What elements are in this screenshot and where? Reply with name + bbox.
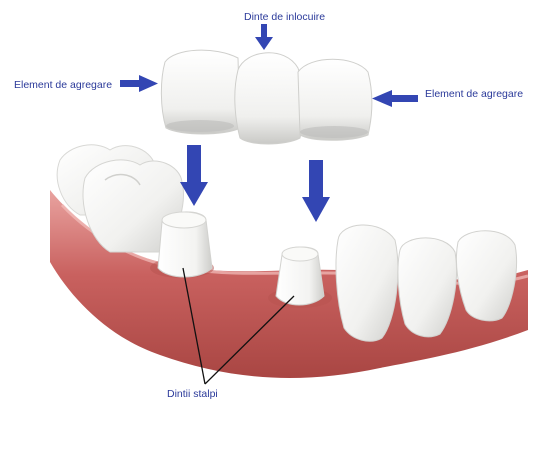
bridge-right-crown — [297, 58, 373, 141]
abutment-leader-lines — [182, 267, 295, 385]
front-teeth — [335, 224, 518, 342]
arrow-down-right — [302, 160, 330, 222]
left-abutment-stump — [150, 211, 214, 278]
bridge-left-crown — [160, 49, 241, 135]
dental-bridge — [160, 49, 373, 145]
bridge-middle-crown — [234, 52, 304, 145]
label-replacement-tooth: Dinte de inlocuire — [244, 11, 326, 23]
label-left-abutment-element: Element de agregare — [14, 79, 113, 91]
arrow-to-right-abutment — [372, 90, 418, 107]
right-abutment-stump — [268, 246, 332, 308]
arrow-to-replacement-tooth — [255, 24, 273, 50]
label-abutment-teeth: Dintii stalpi — [167, 388, 218, 400]
label-right-abutment-element: Element de agregare — [425, 88, 524, 100]
arrow-to-left-abutment — [120, 75, 158, 92]
arrow-down-left — [180, 145, 208, 206]
back-molars — [56, 144, 184, 253]
